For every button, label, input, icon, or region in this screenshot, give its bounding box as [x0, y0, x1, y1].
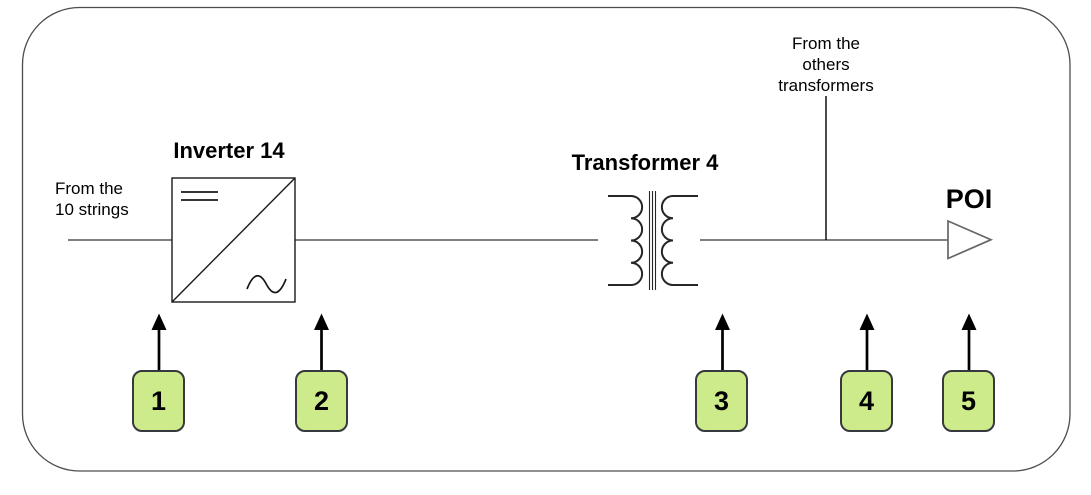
diagram-border: [21, 6, 1071, 472]
transformer-symbol: [608, 191, 698, 290]
inverter-label: Inverter 14: [173, 138, 285, 163]
from-strings-label: From the 10 strings: [55, 179, 129, 219]
poi-arrow-icon: [947, 219, 994, 260]
inverter-symbol: [171, 177, 296, 303]
dc-symbol-icon: [181, 191, 218, 201]
marker-number: 1: [150, 385, 167, 416]
measurement-marker-2: 2: [295, 370, 348, 432]
ac-sine-icon: [246, 275, 287, 294]
marker-number: 4: [858, 385, 875, 416]
up-arrow-icon-1: [151, 313, 167, 372]
up-arrow-icon-2: [314, 313, 329, 372]
measurement-marker-1: 1: [132, 370, 185, 432]
measurement-marker-3: 3: [695, 370, 748, 432]
up-arrow-icon-3: [715, 313, 730, 372]
measurement-marker-5: 5: [942, 370, 995, 432]
transformer-secondary-winding: [660, 195, 698, 286]
poi-label: POI: [945, 184, 993, 214]
marker-number: 5: [960, 385, 977, 416]
inverter-diagonal: [171, 177, 296, 303]
transformer-label: Transformer 4: [571, 150, 719, 175]
measurement-arrows: [151, 313, 977, 372]
marker-number: 3: [713, 385, 730, 416]
transformer-primary-winding: [608, 195, 644, 286]
from-others-label: From the others transformers: [778, 34, 874, 95]
up-arrow-icon-5: [961, 313, 977, 372]
up-arrow-icon-4: [859, 313, 875, 372]
marker-number: 2: [313, 385, 330, 416]
transformer-core-lines: [648, 191, 657, 290]
measurement-marker-4: 4: [840, 370, 893, 432]
